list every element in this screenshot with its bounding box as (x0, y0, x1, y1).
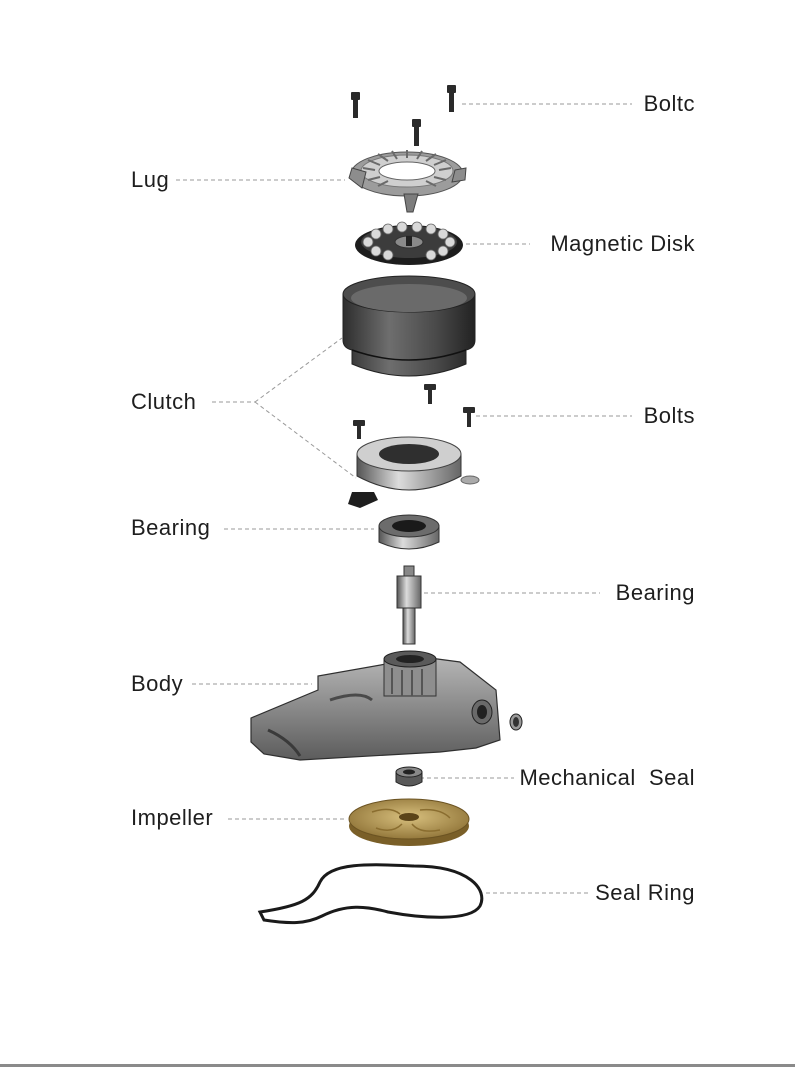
bottom-divider (0, 1064, 795, 1067)
label-bearing-left: Bearing (131, 515, 211, 540)
top-bolts (351, 85, 456, 146)
impeller-part (348, 798, 470, 846)
label-lug: Lug (131, 167, 170, 192)
label-bearing-right: Bearing (615, 580, 695, 605)
label-magnetic-disk: Magnetic Disk (550, 231, 695, 256)
bolt-2 (447, 85, 456, 112)
label-seal-ring: Seal Ring (595, 880, 695, 905)
leader-clutch-upper (254, 337, 343, 403)
bolt-6 (353, 420, 365, 439)
label-impeller: Impeller (131, 805, 214, 830)
magnetic-disk-part (355, 221, 463, 265)
leader-clutch-lower (254, 401, 357, 479)
bolt-5 (463, 407, 475, 427)
lug-part (348, 150, 467, 213)
seal-ring-part (257, 863, 484, 925)
label-body: Body (131, 671, 184, 696)
leader-lines (176, 103, 632, 894)
shaft-part (396, 565, 422, 645)
clutch-coil-part (348, 436, 480, 508)
label-boltc: Boltc (643, 91, 695, 116)
bolt-3 (412, 119, 421, 146)
body-part (250, 650, 523, 761)
label-mechanical-seal: Mechanical Seal (519, 765, 695, 790)
bolt-4 (424, 384, 436, 404)
middle-bolts (353, 384, 475, 439)
bearing-part (378, 514, 440, 550)
label-bolts: Bolts (643, 403, 695, 428)
clutch-cup-part (342, 275, 476, 377)
bolt-1 (351, 92, 360, 118)
label-clutch: Clutch (131, 389, 197, 414)
mechanical-seal-part (395, 766, 423, 787)
